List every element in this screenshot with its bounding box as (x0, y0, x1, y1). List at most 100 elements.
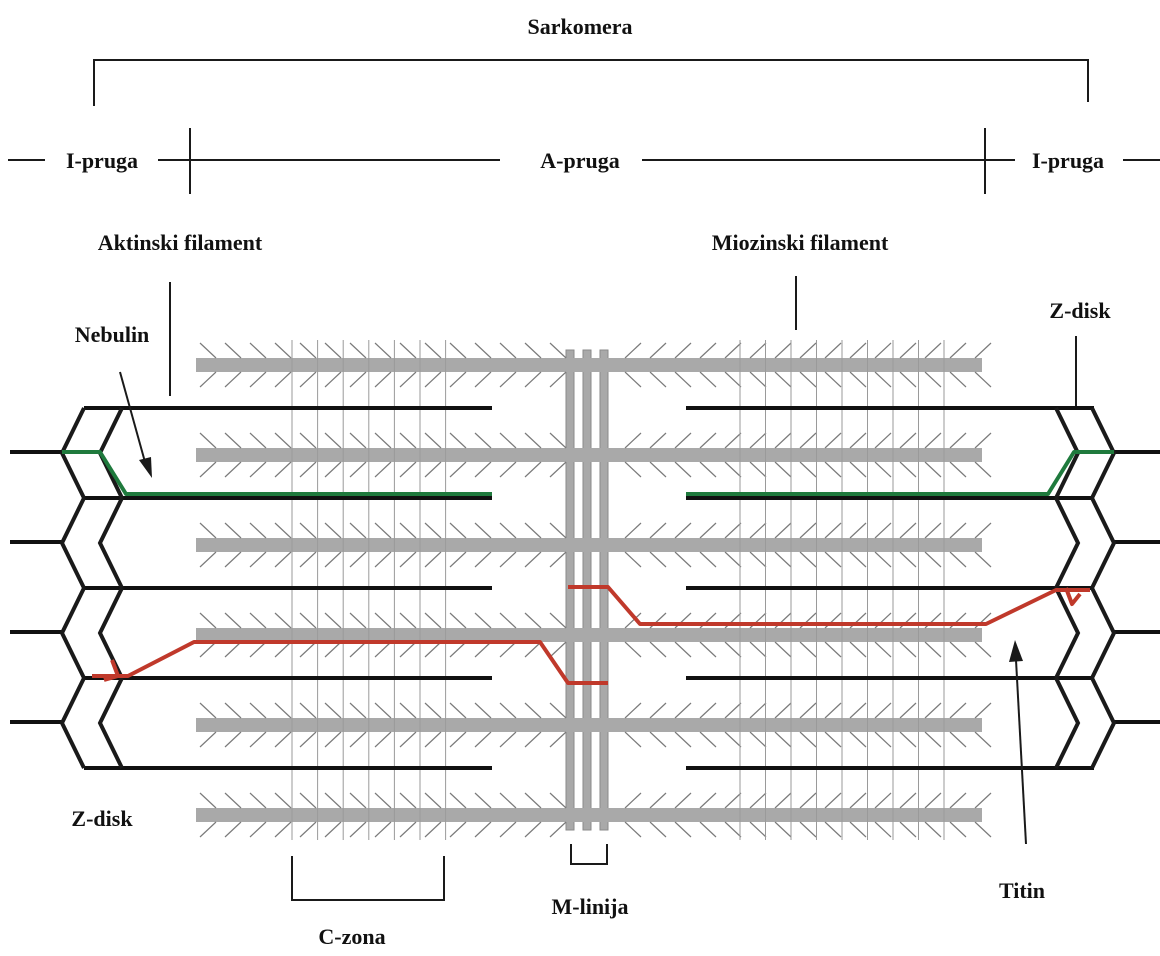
myosin-head (724, 731, 742, 748)
myosin-head (399, 371, 417, 388)
titin-right-hook (1064, 587, 1082, 606)
myosin-head (274, 551, 292, 568)
myosin-head (849, 461, 867, 478)
myosin-head (874, 702, 892, 719)
myosin-head (874, 731, 892, 748)
myosin-head (224, 461, 242, 478)
myosin-head (699, 461, 717, 478)
c-zone-label: C-zona (318, 924, 385, 949)
myosin-head (349, 551, 367, 568)
myosin-head (624, 702, 642, 719)
myosin-head (849, 371, 867, 388)
myosin-head (499, 551, 517, 568)
myosin-head (674, 371, 692, 388)
myosin-head (799, 792, 817, 809)
myosin-head (199, 731, 217, 748)
myosin-head (724, 522, 742, 539)
myosin-head (699, 792, 717, 809)
myosin-head (749, 641, 767, 658)
myosin-head (249, 641, 267, 658)
myosin-head (624, 821, 642, 838)
actin-filaments (10, 406, 1160, 770)
myosin-head (249, 792, 267, 809)
myosin-head (849, 522, 867, 539)
myosin-head (449, 792, 467, 809)
myosin-head (499, 342, 517, 359)
myosin-head (874, 792, 892, 809)
nebulin-right (686, 450, 1114, 496)
myosin-head (424, 371, 442, 388)
myosin-head (424, 641, 442, 658)
myosin-head (449, 641, 467, 658)
myosin-head (949, 342, 967, 359)
myosin-head (524, 461, 542, 478)
myosin-head (924, 821, 942, 838)
myosin-head (949, 731, 967, 748)
myosin-head (924, 702, 942, 719)
myosin-head (274, 792, 292, 809)
myosin-head (624, 522, 642, 539)
myosin-head (474, 731, 492, 748)
myosin-head (774, 551, 792, 568)
myosin-head (774, 792, 792, 809)
myosin-head (449, 551, 467, 568)
myosin-head (799, 342, 817, 359)
myosin-head (724, 641, 742, 658)
myosin-head (474, 522, 492, 539)
myosin-head (774, 342, 792, 359)
myosin-head (324, 641, 342, 658)
myosin-head (524, 522, 542, 539)
myosin-head (749, 821, 767, 838)
m-line-bracket (570, 844, 608, 865)
myosin-head (549, 821, 567, 838)
myosin-filament (196, 358, 982, 372)
myosin-head (274, 522, 292, 539)
myosin-head (349, 432, 367, 449)
myosin-head (874, 371, 892, 388)
myosin-head (699, 371, 717, 388)
myosin-head (849, 702, 867, 719)
myosin-head (274, 612, 292, 629)
myosin-head (324, 551, 342, 568)
myosin-head (949, 371, 967, 388)
myosin-head (499, 522, 517, 539)
myosin-head (499, 612, 517, 629)
myosin-head (524, 792, 542, 809)
myosin-head (799, 821, 817, 838)
myosin-head (749, 342, 767, 359)
myosin-head (424, 551, 442, 568)
a-band-label: A-pruga (540, 148, 619, 173)
myosin-head (824, 342, 842, 359)
titin-left-hook (103, 659, 120, 682)
myosin-head (224, 551, 242, 568)
band-ruler (8, 128, 1160, 194)
myosin-head (749, 522, 767, 539)
myosin-head (474, 342, 492, 359)
titin-label: Titin (999, 878, 1045, 903)
myosin-head (274, 432, 292, 449)
myosin-head (649, 551, 667, 568)
i-band-right-label: I-pruga (1032, 148, 1104, 173)
myosin-head (874, 522, 892, 539)
myosin-head (649, 522, 667, 539)
myosin-head (974, 432, 992, 449)
myosin-head (224, 792, 242, 809)
myosin-head (224, 432, 242, 449)
myosin-head (424, 342, 442, 359)
sarcomere-label: Sarkomera (527, 14, 632, 39)
myosin-head (374, 792, 392, 809)
myosin-head (199, 461, 217, 478)
myosin-filament (196, 808, 982, 822)
myosin-head (649, 641, 667, 658)
myosin-head (674, 641, 692, 658)
myosin-head (324, 371, 342, 388)
myosin-head (649, 821, 667, 838)
nebulin-label: Nebulin (75, 322, 150, 347)
i-band-left-label: I-pruga (66, 148, 138, 173)
myosin-head (824, 731, 842, 748)
m-line-bar (582, 349, 592, 831)
myosin-head (824, 702, 842, 719)
myosin-head (774, 371, 792, 388)
myosin-head (949, 522, 967, 539)
myosin-filament (196, 628, 982, 642)
